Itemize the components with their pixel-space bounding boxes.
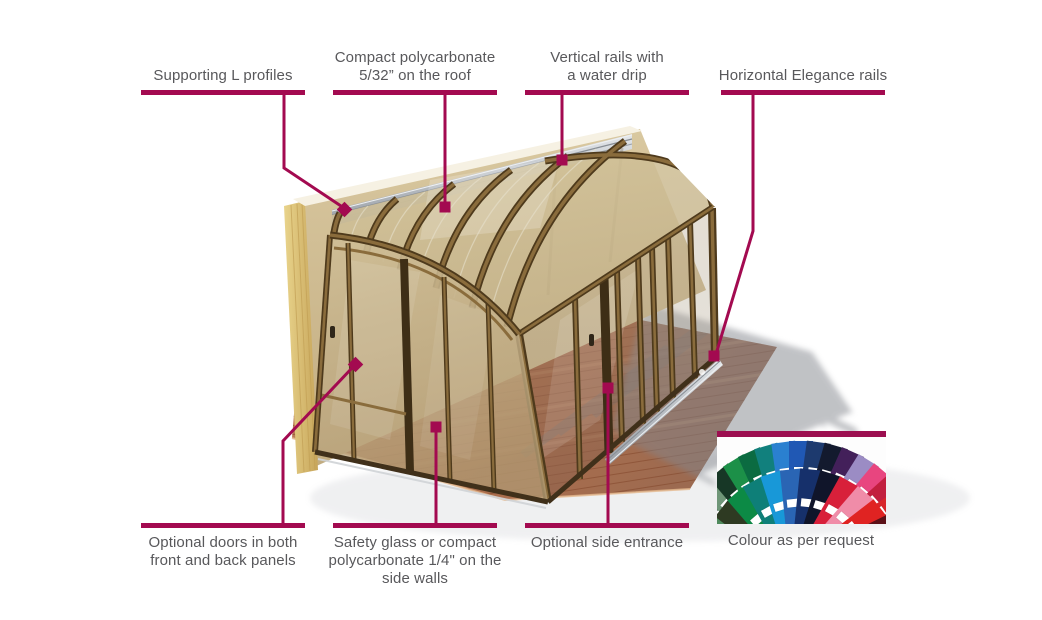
bar-vertical-rails [525, 90, 689, 95]
front-panel [312, 231, 549, 509]
label-supporting-l-profiles: Supporting L profiles [153, 67, 293, 84]
label-side-glazing: Safety glass or compact polycarbonate 1/… [328, 534, 502, 587]
marker-roof-polycarbonate [439, 201, 451, 213]
marker-supporting-l-profiles [336, 201, 353, 218]
floor-rail-track [605, 359, 723, 465]
label-vertical-rails: Vertical rails with a water drip [550, 49, 664, 84]
leader-horizontal-rails [714, 95, 755, 355]
bar-horizontal-rails [721, 90, 885, 95]
leader-supporting-l-profiles [282, 95, 342, 208]
front-door-handle [330, 326, 335, 338]
wall-cut-edge [284, 201, 318, 474]
fan-top-strip [717, 431, 886, 437]
front-door-rail [316, 392, 407, 416]
sky-mask [636, 124, 730, 212]
marker-vertical-rails [556, 154, 568, 166]
bar-side-entrance [525, 523, 689, 528]
side-door-handle [589, 334, 594, 346]
bar-optional-doors [141, 523, 305, 528]
bar-side-glazing [333, 523, 497, 528]
wall-top-edge [293, 126, 642, 206]
marker-horizontal-rails [708, 350, 720, 362]
label-roof-polycarbonate: Compact polycarbonate 5/32” on the roof [334, 49, 496, 84]
bar-roof-polycarbonate [333, 90, 497, 95]
label-side-entrance: Optional side entrance [530, 534, 684, 551]
marker-side-glazing [430, 421, 442, 433]
marker-side-entrance [602, 382, 614, 394]
label-optional-doors: Optional doors in both front and back pa… [148, 534, 298, 569]
bar-supporting-l-profiles [141, 90, 305, 95]
label-horizontal-rails: Horizontal Elegance rails [718, 67, 888, 84]
side-wall [515, 204, 719, 504]
leader-optional-doors [281, 366, 354, 523]
label-colour-caption: Colour as per request [727, 532, 875, 549]
colour-fan-image [717, 431, 886, 524]
front-door-stile [400, 258, 414, 473]
